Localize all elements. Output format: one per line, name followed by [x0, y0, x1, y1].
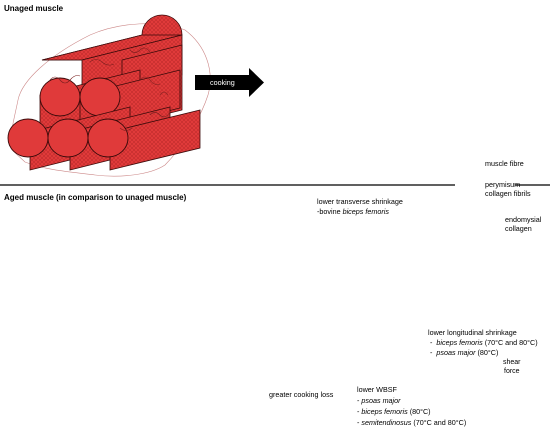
wbsf-item-1: - psoas major — [357, 396, 401, 405]
longitudinal-item-1-name: biceps femoris — [436, 338, 483, 347]
transverse-prefix: -bovine — [317, 207, 343, 216]
shear-force-label-line1: shear — [503, 359, 521, 366]
transverse-shrinkage-line1: lower transverse shrinkage — [317, 197, 403, 206]
longitudinal-item-1: - biceps femoris (70°C and 80°C) — [430, 338, 538, 347]
perimysium-outline — [10, 23, 211, 177]
cooking-arrow-label-bottom: cooking — [204, 283, 229, 293]
cooking-arrow-label-top: cooking — [210, 77, 235, 87]
wbsf-item-2: - biceps femoris (80°C) — [357, 407, 431, 416]
longitudinal-item-2-name: psoas major — [436, 348, 476, 357]
cooking-loss-label: greater cooking loss — [269, 390, 334, 399]
longitudinal-item-2-detail: (80°C) — [475, 348, 499, 357]
transverse-muscle-name: biceps femoris — [342, 207, 389, 216]
wbsf-item-2-detail: (80°C) — [407, 407, 431, 416]
legend-muscle-fibre: muscle fibre — [485, 159, 524, 168]
wbsf-item-3-detail: (70°C and 80°C) — [411, 418, 467, 427]
longitudinal-item-1-detail: (70°C and 80°C) — [482, 338, 538, 347]
cooking-arrow-top — [195, 68, 264, 97]
unaged-section-title: Unaged muscle — [4, 4, 64, 13]
transverse-shrinkage-line2: -bovine biceps femoris — [317, 207, 389, 216]
collagen-fibrils — [49, 47, 171, 131]
wbsf-item-3-name: semitendinosus — [361, 418, 412, 427]
aged-section-title: Aged muscle (in comparison to unaged mus… — [4, 193, 187, 202]
longitudinal-shrinkage-title: lower longitudinal shrinkage — [428, 328, 517, 337]
wbsf-title: lower WBSF — [357, 385, 397, 394]
longitudinal-item-2: - psoas major (80°C) — [430, 348, 499, 357]
legend-endomysial-line2: collagen — [505, 224, 532, 233]
legend-perimysium-line1: perymisum — [485, 180, 521, 189]
unaged-raw-bundle — [7, 14, 211, 177]
muscle-fibres-front — [7, 106, 201, 171]
legend-endomysial-line1: endomysial — [505, 215, 542, 224]
wbsf-item-3: - semitendinosus (70°C and 80°C) — [357, 418, 467, 427]
wbsf-item-1-name: psoas major — [361, 396, 401, 405]
legend-perimysium-line2: collagen fibrils — [485, 189, 531, 198]
shear-force-label-line2: force — [504, 368, 520, 375]
wbsf-item-2-name: biceps femoris — [361, 407, 408, 416]
